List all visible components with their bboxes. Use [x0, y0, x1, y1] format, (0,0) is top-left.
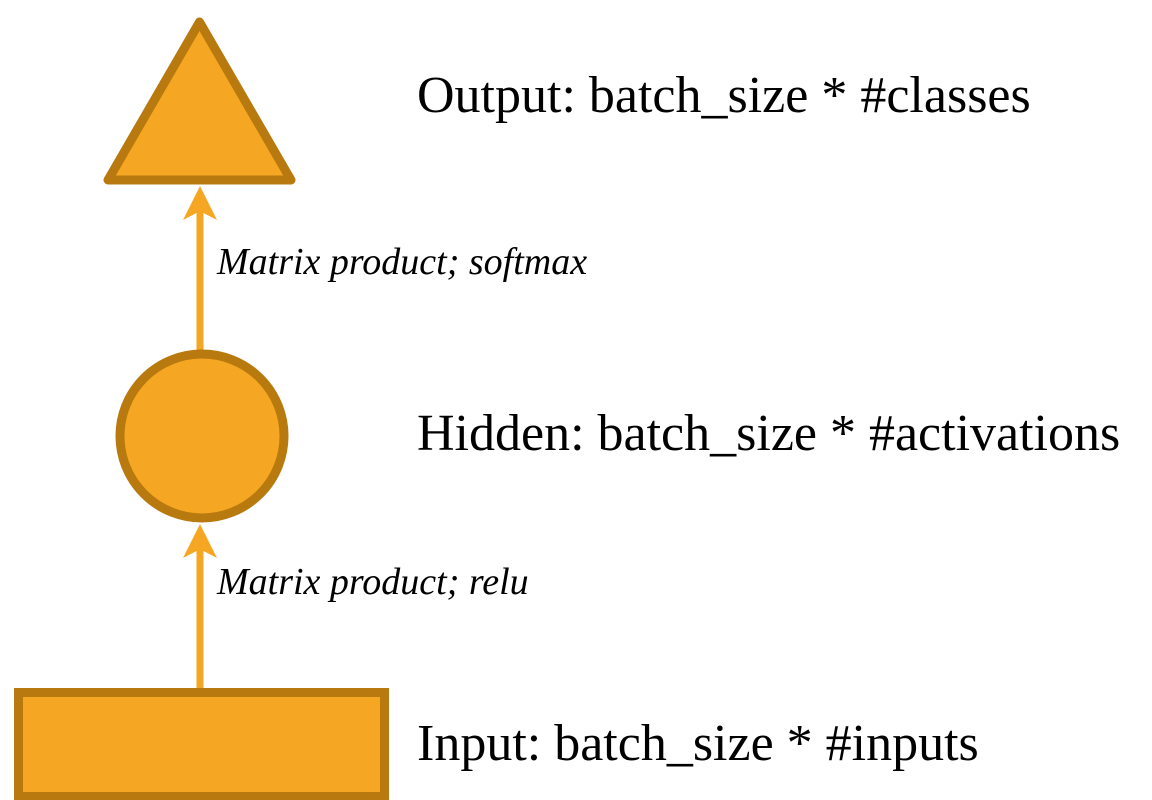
- edge-label-input-to-hidden: Matrix product; relu: [217, 561, 529, 603]
- edge-label-hidden-to-output: Matrix product; softmax: [217, 241, 588, 283]
- arrow-shaft-input-to-hidden: [196, 545, 204, 690]
- node-shape-output-triangle: [103, 17, 296, 185]
- arrow-head-input-to-hidden: [183, 524, 217, 560]
- node-label-input: Input: batch_size * #inputs: [417, 715, 979, 772]
- node-shape-input-rectangle: [14, 688, 389, 800]
- arrow-hidden-to-output: [183, 186, 217, 353]
- node-shape-hidden-circle: [115, 349, 289, 523]
- node-label-hidden: Hidden: batch_size * #activations: [417, 405, 1121, 462]
- node-label-output: Output: batch_size * #classes: [417, 67, 1031, 124]
- arrow-shaft-hidden-to-output: [196, 208, 204, 353]
- arrow-head-hidden-to-output: [183, 186, 217, 222]
- arrow-input-to-hidden: [183, 524, 217, 690]
